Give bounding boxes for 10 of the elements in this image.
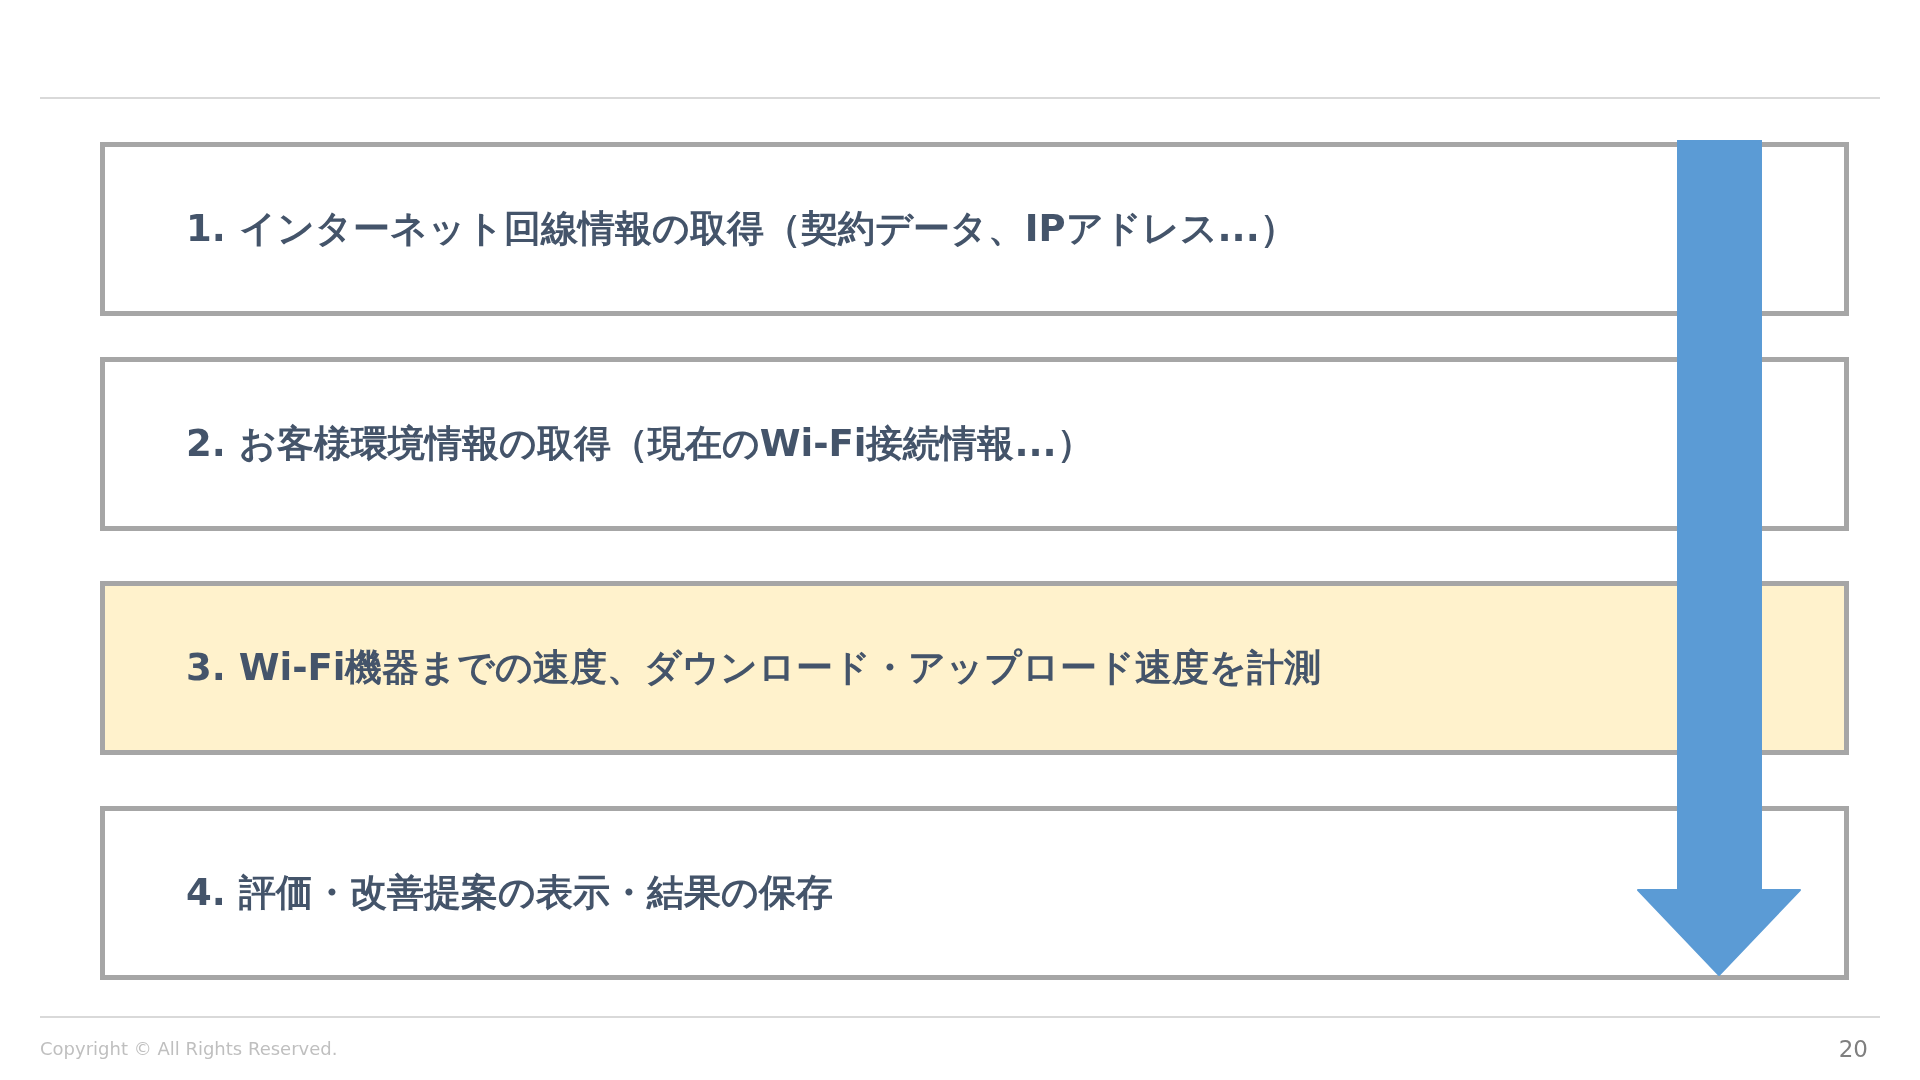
step-box (100, 357, 1849, 531)
copyright-notice: Copyright © All Rights Reserved. (40, 1038, 338, 1060)
step-label: 3. Wi-Fi機器までの速度、ダウンロード・アップロード速度を計測 (186, 645, 1322, 691)
step-label: 1. インターネット回線情報の取得（契約データ、IPアドレス...） (186, 206, 1297, 252)
step-box (100, 142, 1849, 316)
step-label: 4. 評価・改善提案の表示・結果の保存 (186, 870, 833, 916)
step-label: 2. お客様環境情報の取得（現在のWi-Fi接続情報...） (186, 421, 1094, 467)
page-number: 20 (1838, 1036, 1868, 1064)
step-box (100, 806, 1849, 980)
step-box (100, 581, 1849, 755)
